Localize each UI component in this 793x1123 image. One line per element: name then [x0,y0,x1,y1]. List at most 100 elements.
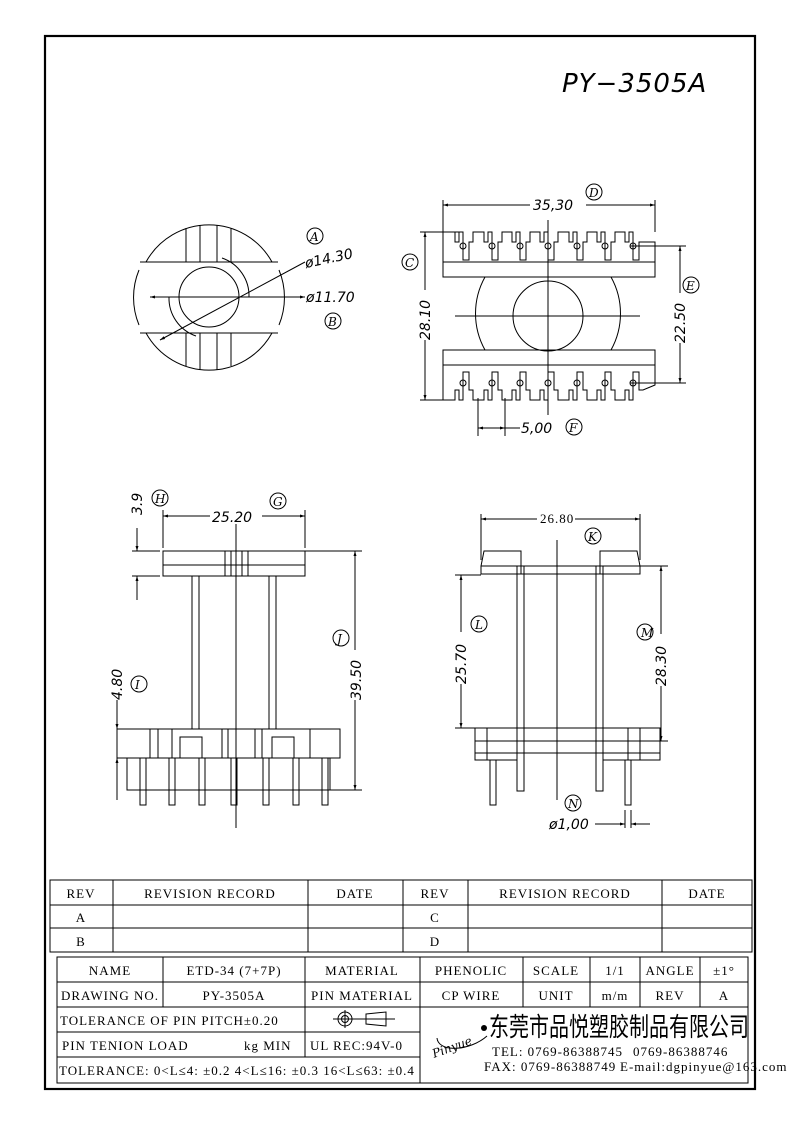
svg-text:C: C [405,256,414,270]
svg-text:28.10: 28.10 [418,300,434,340]
dim-F: 5,00 F [477,398,583,437]
dim-M: 28.30 M [636,565,670,742]
pin-tension-label: PIN TENION LOAD [62,1038,189,1053]
dim-K: 26.80 K [480,511,641,560]
svg-text:28.30: 28.30 [654,646,670,686]
company-email: E-mail:dgpinyue@163.com [620,1059,787,1074]
svg-text:A: A [309,230,319,244]
dim-L: 25.70 L [453,574,488,729]
rev-label: REV [656,988,685,1003]
svg-text:H: H [154,492,166,506]
svg-text:I: I [134,678,140,692]
revision-cell: A [76,910,86,925]
company-fax: FAX: 0769-86388749 [484,1059,616,1074]
title-block: NAME ETD-34 (7+7P) MATERIAL PHENOLIC SCA… [56,956,787,1084]
pin-hole [544,379,552,387]
pin-hole [488,242,496,250]
dim-I: 4.80 I [110,669,148,800]
svg-text:ø11.70: ø11.70 [305,290,355,306]
svg-text:E: E [685,279,695,293]
pin-hole [573,242,581,250]
dim-H: 3.9 H [130,489,169,600]
pin [321,757,329,806]
svg-text:26.80: 26.80 [540,511,574,526]
dim-B: ø11.70 B [305,290,355,330]
revision-cell: C [430,910,440,925]
pin-pitch-tolerance: TOLERANCE OF PIN PITCH±0.20 [60,1013,279,1028]
bobbin-body [475,276,621,351]
pin-material-value: CP WIRE [442,988,501,1003]
bottom-flange [442,349,656,366]
unit-value: m/m [602,988,629,1003]
svg-text:N: N [567,797,579,811]
angle-label: ANGLE [645,963,694,978]
ul-rec: UL REC:94V-0 [310,1038,403,1053]
revision-cell: REVISION RECORD [499,886,631,901]
pin-hole [516,379,524,387]
revision-cell: REVISION RECORD [144,886,276,901]
pin-hole [601,379,609,387]
pin [139,757,147,806]
pin [292,757,300,806]
svg-text:B: B [327,315,337,329]
top-flange [442,261,656,278]
svg-text:22.50: 22.50 [673,303,689,343]
side-view-right [474,540,661,806]
top-pin-row [442,231,656,262]
drawing-border [43,34,757,1091]
dim-N: ø1,00 N [548,794,650,833]
svg-text:35,30: 35,30 [533,198,573,214]
company-logo: Pinyue [429,1025,488,1061]
pin-hole [459,379,467,387]
revision-cell: REV [421,886,450,901]
svg-text:G: G [273,495,283,509]
material-value: PHENOLIC [435,963,507,978]
pin-hole [516,242,524,250]
dim-E: 22.50 E [630,245,700,384]
angle-value: ±1° [713,963,735,978]
revision-cell: REV [67,886,96,901]
svg-text:39.50: 39.50 [349,660,365,700]
dim-J: 39.50 J [305,550,365,791]
top-view [133,224,306,371]
pin [168,757,176,806]
svg-text:L: L [474,618,483,632]
dim-D: 35,30 D [442,183,656,232]
dim-A: A ø14.30 [303,227,355,272]
svg-text:25.20: 25.20 [212,510,252,526]
svg-text:J: J [334,632,343,646]
revision-cell: B [76,934,86,949]
svg-text:ø14.30: ø14.30 [303,246,355,272]
drawing-title: PY−3505A [562,69,707,99]
dim-G: 25.20 G [162,492,306,548]
svg-text:4.80: 4.80 [110,669,126,700]
side-view-left [116,520,341,828]
svg-text:M: M [640,626,654,640]
pin-hole [544,242,552,250]
scale-value: 1/1 [605,963,625,978]
pin [230,757,238,806]
drawing-no-label: DRAWING NO. [61,988,159,1003]
svg-text:5,00: 5,00 [521,421,552,437]
svg-text:3.9: 3.9 [130,493,146,515]
svg-text:K: K [587,530,598,544]
bottom-pin-row [442,365,656,401]
company-tel: TEL: 0769-86388745 [492,1044,623,1059]
company-name: 东莞市品悦塑胶制品有限公司 [489,1013,749,1043]
pin-hole [601,242,609,250]
projection-symbol-icon [333,1010,395,1028]
company-tel2: 0769-86388746 [633,1044,728,1059]
pin [262,757,270,806]
name-label: NAME [89,963,131,978]
rev-value: A [719,988,729,1003]
unit-label: UNIT [538,988,573,1003]
pin-tension-unit: kg MIN [244,1038,292,1053]
svg-text:F: F [568,421,578,435]
name-value: ETD-34 (7+7P) [186,963,281,978]
dim-C: 28.10 C [401,231,460,401]
svg-text:25.70: 25.70 [454,644,470,684]
pin-hole [488,379,496,387]
scale-label: SCALE [533,963,579,978]
